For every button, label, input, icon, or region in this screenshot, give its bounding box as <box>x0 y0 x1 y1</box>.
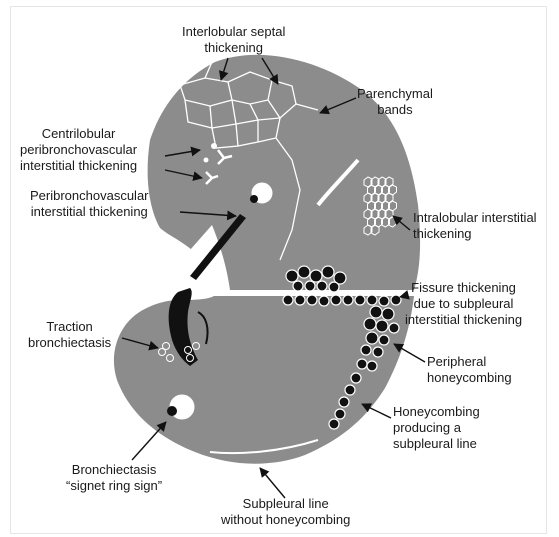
label-line: Fissure thickening <box>405 280 522 296</box>
label-line: Peribronchovascular <box>30 188 149 204</box>
label-line: interstitial thickening <box>20 158 137 174</box>
label-peribronchovascular: Peribronchovascular interstitial thicken… <box>30 188 149 220</box>
honeycomb-cyst <box>345 385 355 395</box>
honeycomb-cyst <box>357 359 367 369</box>
label-line: Bronchiectasis <box>66 462 162 478</box>
label-line: Traction <box>28 319 111 335</box>
honeycomb-cyst <box>389 323 399 333</box>
honeycomb-cyst <box>391 295 401 305</box>
label-centrilobular: Centrilobular peribronchovascular inters… <box>20 126 137 174</box>
label-parenchymal-bands: Parenchymal bands <box>357 86 433 118</box>
honeycomb-cyst <box>310 270 322 282</box>
leader-arrow <box>400 296 404 297</box>
label-honeycomb-subpleural-line: Honeycombing producing a subpleural line <box>393 404 480 452</box>
honeycomb-cyst <box>379 335 389 345</box>
honeycomb-cyst <box>382 308 394 320</box>
label-line: honeycombing <box>427 370 512 386</box>
honeycomb-cyst <box>339 397 349 407</box>
honeycomb-cyst <box>366 332 378 344</box>
leader-arrow <box>132 422 166 460</box>
honeycomb-cyst <box>295 295 305 305</box>
label-traction-bronchiectasis: Traction bronchiectasis <box>28 319 111 351</box>
label-line: interstitial thickening <box>30 204 149 220</box>
honeycomb-cyst <box>329 419 339 429</box>
label-line: due to subpleural <box>405 296 522 312</box>
honeycomb-cyst <box>319 296 329 306</box>
honeycomb-cyst <box>298 266 310 278</box>
label-line: Interlobular septal <box>182 24 285 40</box>
honeycomb-cyst <box>361 345 371 355</box>
honeycomb-cyst <box>283 295 293 305</box>
honeycomb-cyst <box>364 318 376 330</box>
honeycomb-cyst <box>307 295 317 305</box>
label-line: without honeycombing <box>221 512 350 528</box>
honeycomb-cyst <box>351 373 361 383</box>
label-intralobular: Intralobular interstitial thickening <box>413 210 537 242</box>
honeycomb-cyst <box>367 295 377 305</box>
honeycomb-cyst <box>370 306 382 318</box>
honeycomb-cyst <box>343 295 353 305</box>
label-line: Honeycombing <box>393 404 480 420</box>
honeycomb-cyst <box>367 361 377 371</box>
honeycomb-cyst <box>379 296 389 306</box>
label-septal-thickening: Interlobular septal thickening <box>182 24 285 56</box>
label-subpleural-line: Subpleural line without honeycombing <box>221 496 350 528</box>
label-line: thickening <box>413 226 537 242</box>
label-line: bronchiectasis <box>28 335 111 351</box>
honeycomb-cyst <box>322 266 334 278</box>
honeycomb-cyst <box>335 409 345 419</box>
honeycomb-cyst <box>317 281 327 291</box>
honeycomb-cyst <box>293 281 303 291</box>
label-line: Peripheral <box>427 354 512 370</box>
label-line: Parenchymal <box>357 86 433 102</box>
honeycomb-cyst <box>376 320 388 332</box>
label-line: producing a <box>393 420 480 436</box>
honeycomb-cyst <box>286 270 298 282</box>
label-signet-ring: Bronchiectasis “signet ring sign” <box>66 462 162 494</box>
label-line: interstitial thickening <box>405 312 522 328</box>
honeycomb-cyst <box>305 281 315 291</box>
honeycomb-cyst <box>331 295 341 305</box>
honeycomb-cyst <box>329 282 339 292</box>
leader-arrow <box>260 468 285 498</box>
label-line: peribronchovascular <box>20 142 137 158</box>
label-line: Centrilobular <box>20 126 137 142</box>
label-line: thickening <box>182 40 285 56</box>
label-line: Subpleural line <box>221 496 350 512</box>
label-peripheral-honeycombing: Peripheral honeycombing <box>427 354 512 386</box>
label-fissure-thickening: Fissure thickening due to subpleural int… <box>405 280 522 328</box>
label-line: Intralobular interstitial <box>413 210 537 226</box>
honeycomb-cyst <box>355 295 365 305</box>
label-line: subpleural line <box>393 436 480 452</box>
honeycomb-cyst <box>373 347 383 357</box>
label-line: bands <box>357 102 433 118</box>
label-line: “signet ring sign” <box>66 478 162 494</box>
